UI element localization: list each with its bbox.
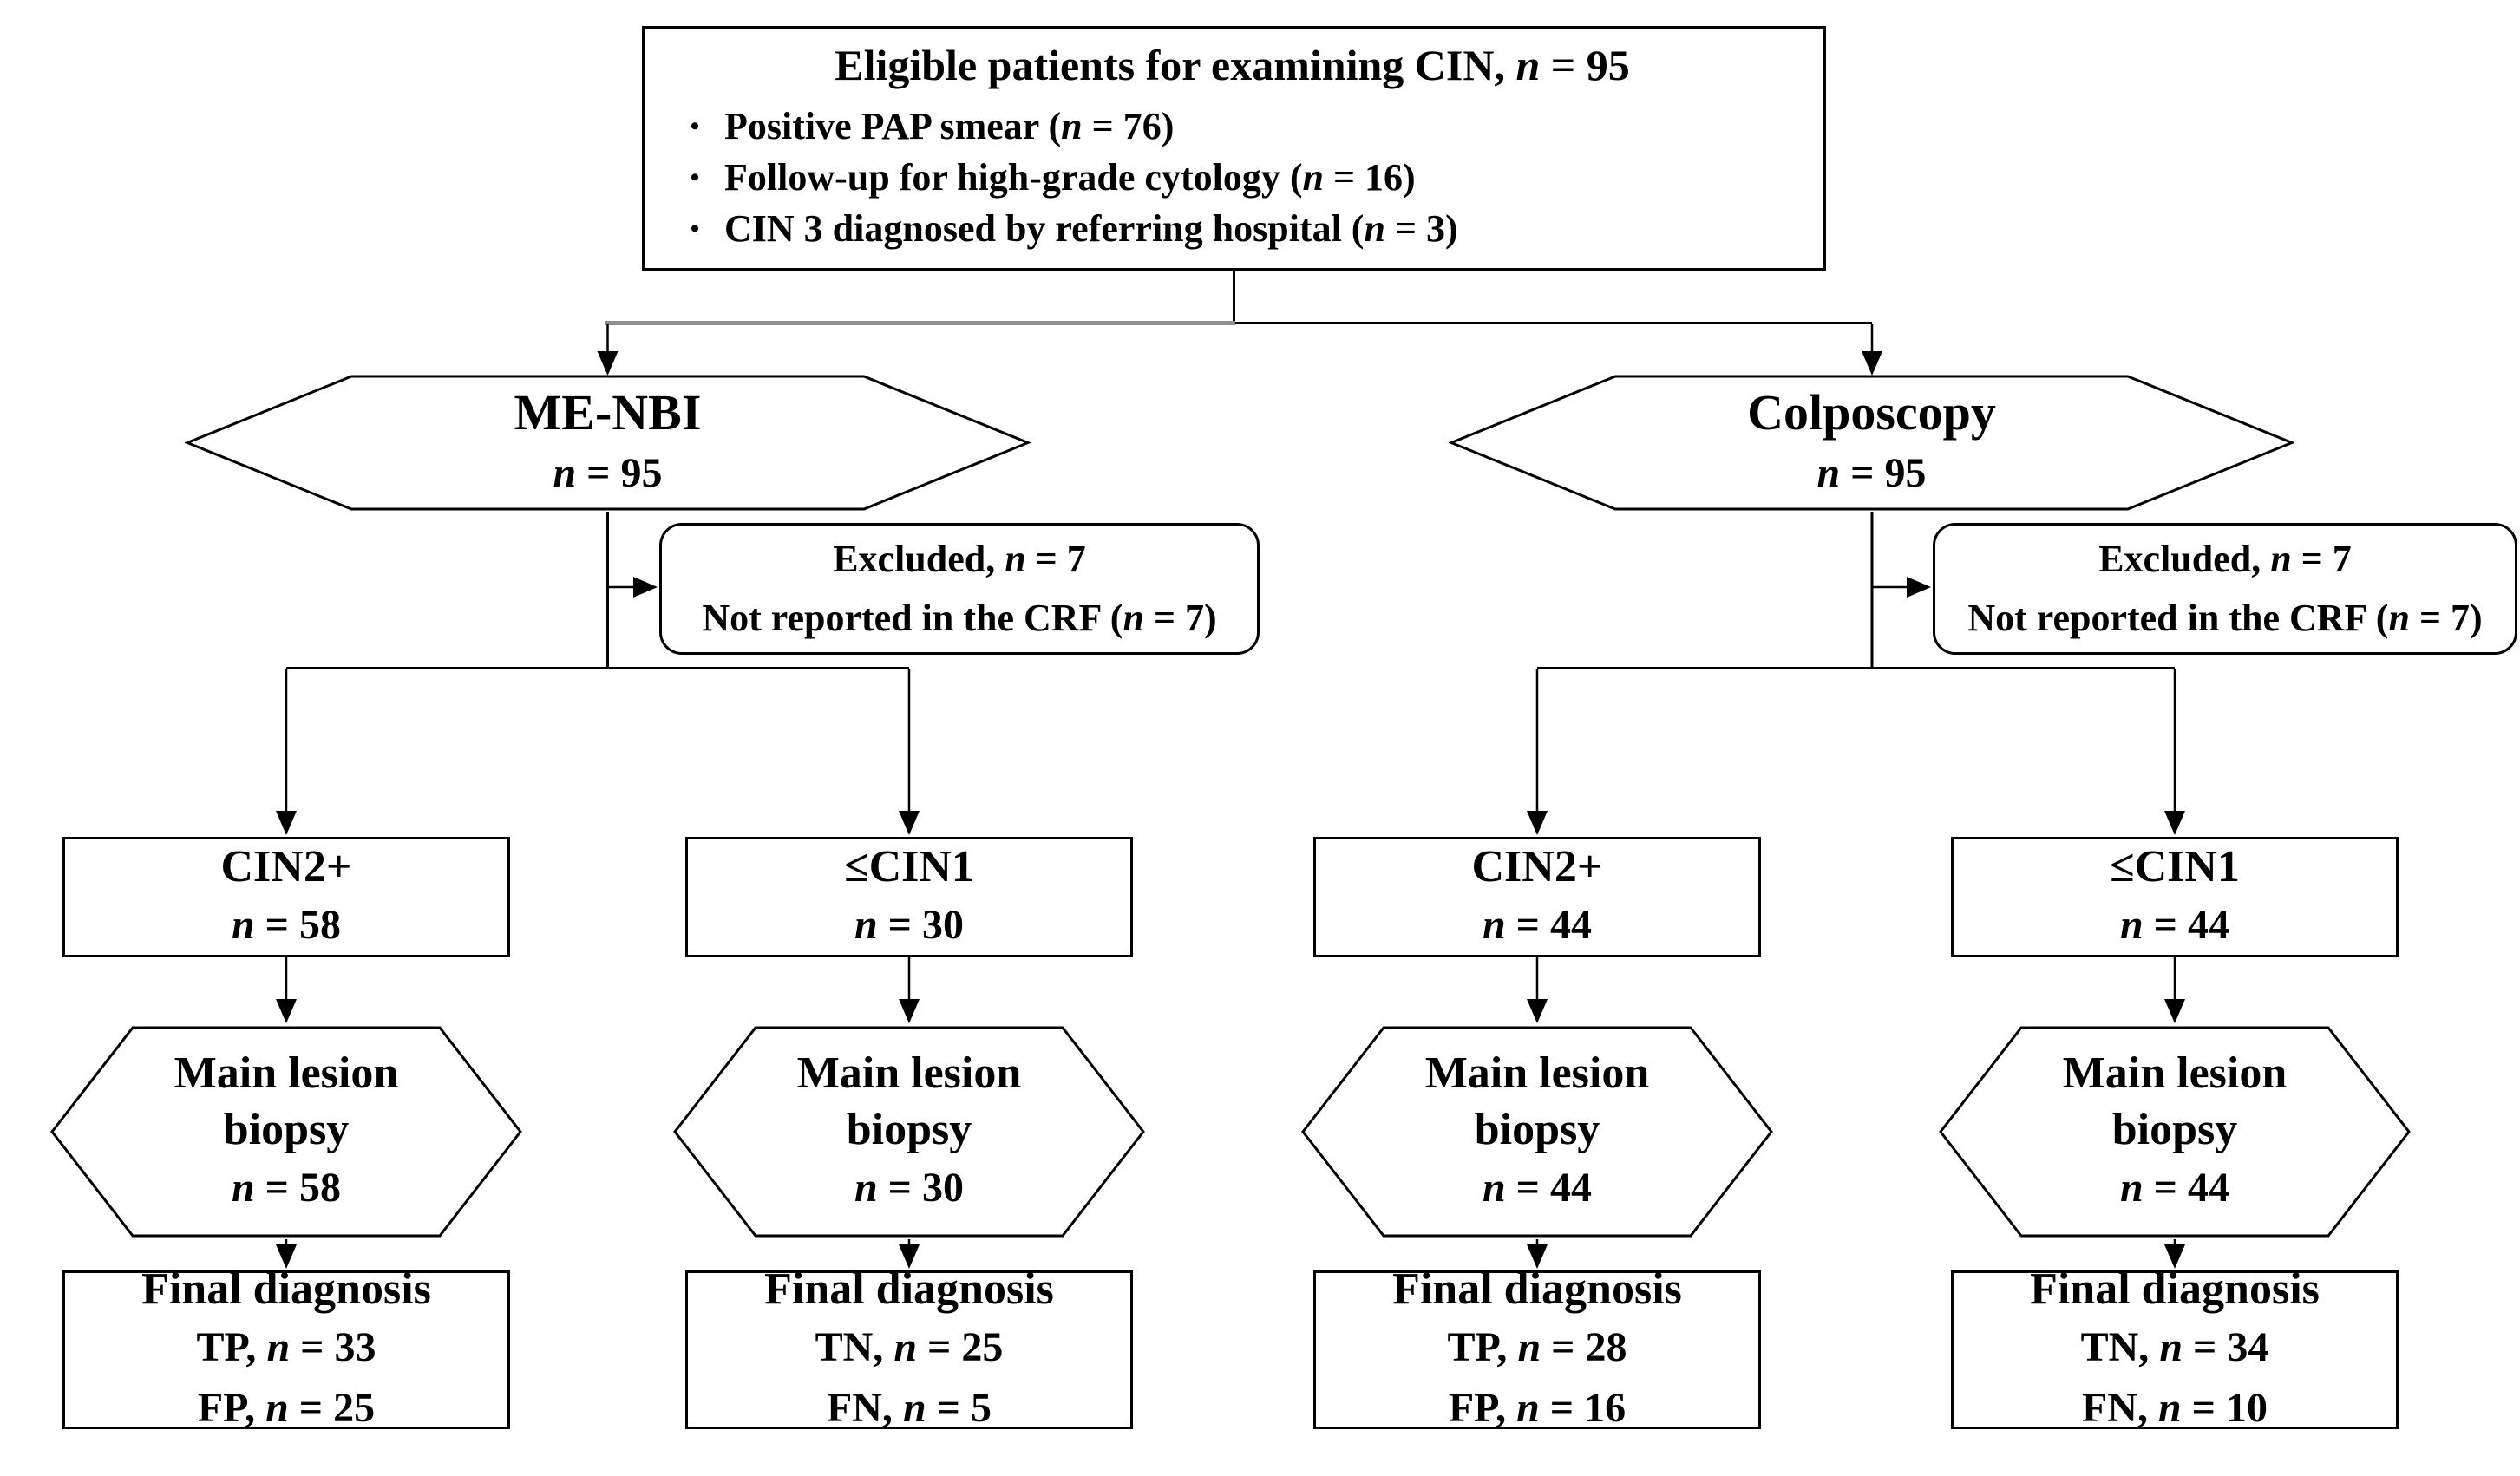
biopsy-line2: biopsy bbox=[1474, 1105, 1600, 1155]
final-title: Final diagnosis bbox=[764, 1264, 1054, 1315]
final-result-1: TP, n = 28 bbox=[1447, 1324, 1627, 1371]
eligibility-bullet-2: • Follow-up for high-grade cytology (n =… bbox=[665, 153, 1799, 204]
excluded-reason: Not reported in the CRF (n = 7) bbox=[1967, 597, 2483, 639]
biopsy-hexagon-3: Main lesion biopsy n = 44 bbox=[1300, 1025, 1774, 1238]
bullet-icon: • bbox=[690, 213, 700, 243]
arm-name: Colposcopy bbox=[1747, 383, 1996, 441]
bullet-text: Follow-up for high-grade cytology (n = 1… bbox=[724, 156, 1416, 199]
bullet-text: Positive PAP smear (n = 76) bbox=[724, 105, 1175, 148]
bullet-icon: • bbox=[690, 163, 700, 192]
classification-box-me-nbi-cin2: CIN2+ n = 58 bbox=[62, 837, 510, 957]
arm-label-group: ME-NBI n = 95 bbox=[185, 374, 1031, 512]
biopsy-count: n = 44 bbox=[1482, 1165, 1593, 1211]
final-result-2: FP, n = 25 bbox=[197, 1385, 376, 1431]
final-diagnosis-box-2: Final diagnosis TN, n = 25 FN, n = 5 bbox=[685, 1264, 1133, 1431]
bullet-icon: • bbox=[690, 112, 700, 141]
classification-label: CIN2+ bbox=[1471, 842, 1603, 892]
eligibility-content: Eligible patients for examining CIN, n =… bbox=[645, 29, 1823, 268]
biopsy-count: n = 58 bbox=[231, 1165, 342, 1211]
final-diagnosis-box-1: Final diagnosis TP, n = 33 FP, n = 25 bbox=[62, 1264, 510, 1431]
excluded-title: Excluded, n = 7 bbox=[833, 537, 1086, 580]
excluded-box-colposcopy: Excluded, n = 7 Not reported in the CRF … bbox=[1933, 523, 2517, 655]
hexagon-shape bbox=[1301, 1026, 1773, 1238]
final-diagnosis-box-3: Final diagnosis TP, n = 28 FP, n = 16 bbox=[1313, 1264, 1761, 1431]
biopsy-line1: Main lesion bbox=[173, 1048, 399, 1099]
biopsy-label-group: Main lesion biopsy n = 44 bbox=[1938, 1025, 2412, 1238]
biopsy-label-group: Main lesion biopsy n = 30 bbox=[672, 1025, 1146, 1238]
excluded-reason: Not reported in the CRF (n = 7) bbox=[702, 597, 1217, 639]
biopsy-hexagon-1: Main lesion biopsy n = 58 bbox=[49, 1025, 523, 1238]
biopsy-line1: Main lesion bbox=[796, 1048, 1022, 1099]
final-result-1: TP, n = 33 bbox=[196, 1324, 376, 1371]
classification-count: n = 58 bbox=[231, 902, 342, 949]
hexagon-shape bbox=[50, 1026, 522, 1238]
final-result-2: FN, n = 5 bbox=[826, 1385, 992, 1431]
final-result-1: TN, n = 25 bbox=[815, 1324, 1004, 1371]
biopsy-hexagon-4: Main lesion biopsy n = 44 bbox=[1938, 1025, 2412, 1238]
hexagon-shape bbox=[1449, 375, 2294, 511]
arm-count: n = 95 bbox=[1816, 449, 1927, 496]
classification-label: CIN2+ bbox=[220, 842, 352, 892]
arm-hexagon-colposcopy: Colposcopy n = 95 bbox=[1449, 374, 2294, 512]
final-result-1: TN, n = 34 bbox=[2080, 1324, 2269, 1371]
eligibility-title: Eligible patients for examining CIN, n =… bbox=[835, 41, 1630, 89]
biopsy-line1: Main lesion bbox=[1424, 1048, 1650, 1099]
arrowheads bbox=[276, 351, 2185, 1269]
biopsy-line2: biopsy bbox=[2111, 1105, 2238, 1155]
eligibility-bullet-3: • CIN 3 diagnosed by referring hospital … bbox=[665, 203, 1799, 254]
excluded-box-me-nbi: Excluded, n = 7 Not reported in the CRF … bbox=[659, 523, 1260, 655]
classification-label: ≤CIN1 bbox=[844, 842, 974, 892]
arm-count: n = 95 bbox=[553, 449, 663, 496]
arm-label-group: Colposcopy n = 95 bbox=[1449, 374, 2294, 512]
final-title: Final diagnosis bbox=[2030, 1264, 2320, 1315]
arm-hexagon-me-nbi: ME-NBI n = 95 bbox=[185, 374, 1031, 512]
biopsy-label-group: Main lesion biopsy n = 44 bbox=[1300, 1025, 1774, 1238]
eligibility-box: Eligible patients for examining CIN, n =… bbox=[642, 26, 1826, 271]
classification-box-colposcopy-cin2: CIN2+ n = 44 bbox=[1313, 837, 1761, 957]
classification-label: ≤CIN1 bbox=[2110, 842, 2240, 892]
arm-name: ME-NBI bbox=[514, 383, 702, 441]
excluded-title: Excluded, n = 7 bbox=[2098, 537, 2352, 580]
final-result-2: FN, n = 10 bbox=[2081, 1385, 2268, 1431]
biopsy-count: n = 44 bbox=[2119, 1165, 2230, 1211]
biopsy-label-group: Main lesion biopsy n = 58 bbox=[49, 1025, 523, 1238]
biopsy-line2: biopsy bbox=[846, 1105, 972, 1155]
classification-box-colposcopy-cin1: ≤CIN1 n = 44 bbox=[1951, 837, 2399, 957]
biopsy-count: n = 30 bbox=[854, 1165, 965, 1211]
classification-count: n = 30 bbox=[854, 902, 965, 949]
final-title: Final diagnosis bbox=[1392, 1264, 1682, 1315]
biopsy-line2: biopsy bbox=[223, 1105, 350, 1155]
eligibility-bullet-1: • Positive PAP smear (n = 76) bbox=[665, 101, 1799, 153]
final-diagnosis-box-4: Final diagnosis TN, n = 34 FN, n = 10 bbox=[1951, 1264, 2399, 1431]
hexagon-shape bbox=[185, 375, 1031, 511]
final-title: Final diagnosis bbox=[141, 1264, 431, 1315]
bullet-text: CIN 3 diagnosed by referring hospital (n… bbox=[724, 206, 1458, 250]
hexagon-shape bbox=[673, 1026, 1145, 1238]
classification-count: n = 44 bbox=[1482, 902, 1593, 949]
classification-box-me-nbi-cin1: ≤CIN1 n = 30 bbox=[685, 837, 1133, 957]
hexagon-shape bbox=[1939, 1026, 2411, 1238]
biopsy-line1: Main lesion bbox=[2062, 1048, 2288, 1099]
biopsy-hexagon-2: Main lesion biopsy n = 30 bbox=[672, 1025, 1146, 1238]
final-result-2: FP, n = 16 bbox=[1448, 1385, 1627, 1431]
classification-count: n = 44 bbox=[2119, 902, 2230, 949]
